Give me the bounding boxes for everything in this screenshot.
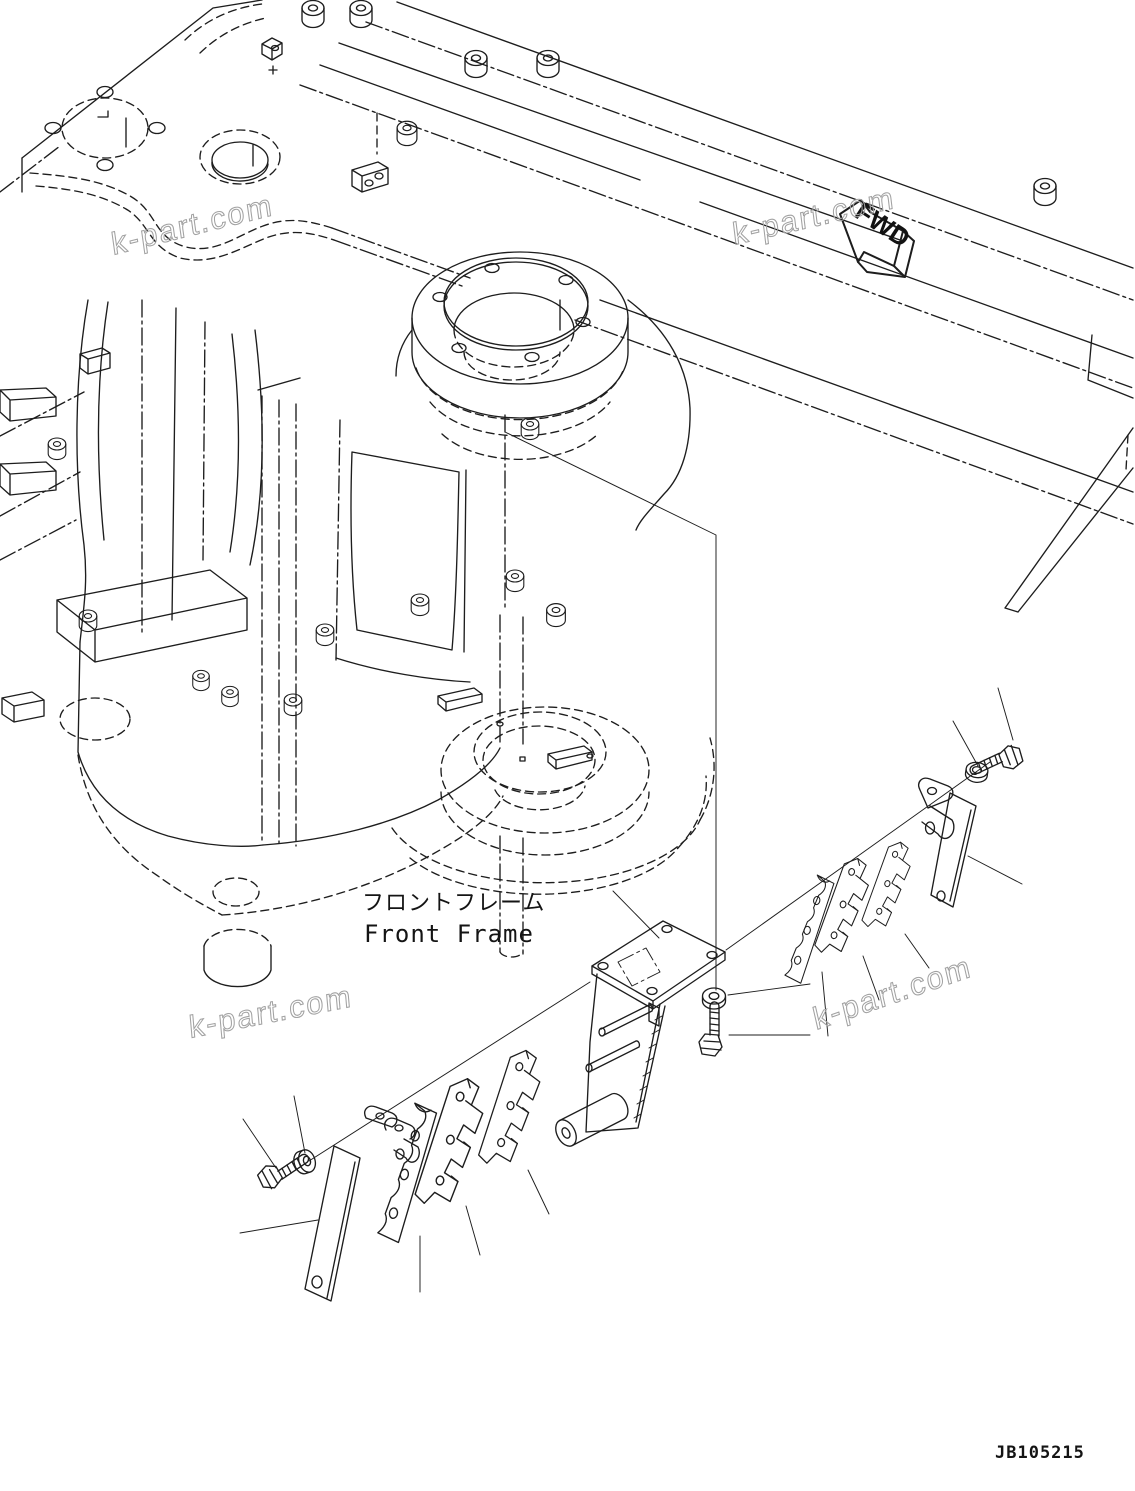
lower-bearing-boss [391, 687, 715, 958]
circular-opening-left [44, 85, 166, 172]
serrated-clamp [413, 1072, 489, 1212]
hex-bolt [966, 741, 1027, 787]
upper-bearing-boss [395, 251, 691, 531]
hex-bolt [698, 1001, 723, 1057]
gusset-plate [585, 973, 666, 1133]
clamp-bracket [918, 777, 955, 840]
clamp-bracket [364, 1105, 420, 1163]
watermark: k-part.com [731, 180, 897, 252]
mounting-plate [591, 920, 726, 1010]
pivot-pin [555, 1092, 629, 1147]
watermark: k-part.com [188, 978, 354, 1045]
exploded-bracket-assembly [555, 920, 727, 1147]
serrated-clamp [376, 1100, 439, 1246]
cross-rod [585, 1004, 654, 1073]
mount-block [79, 347, 111, 375]
serrated-clamp [860, 837, 916, 934]
hex-bolt [253, 1142, 313, 1194]
left-clamp-set [253, 1044, 546, 1302]
serrated-clamp [783, 872, 836, 987]
leader-lines [239, 431, 1023, 1293]
retainer-plate [930, 792, 977, 908]
circular-opening-right [199, 129, 281, 185]
clamp-bar [304, 1145, 361, 1302]
drawing-number: JB105215 [995, 1443, 1085, 1463]
serrated-clamp [476, 1044, 546, 1171]
top-beams [299, 1, 1134, 613]
text-labels: フロントフレーム Front Frame JB105215 [362, 891, 1085, 1463]
frame-line-art [0, 0, 1134, 988]
watermark: k-part.com [810, 948, 975, 1036]
serrated-clamp [813, 852, 874, 960]
top-plate [0, 0, 471, 287]
left-frame-tower [0, 299, 301, 847]
mount-block [351, 161, 389, 193]
pedestal [335, 414, 524, 745]
mount-block [261, 37, 283, 75]
part-label-japanese: フロントフレーム [362, 891, 545, 916]
right-clamp-set [783, 741, 1027, 987]
part-label-english: Front Frame [364, 920, 534, 948]
washer [701, 987, 727, 1010]
